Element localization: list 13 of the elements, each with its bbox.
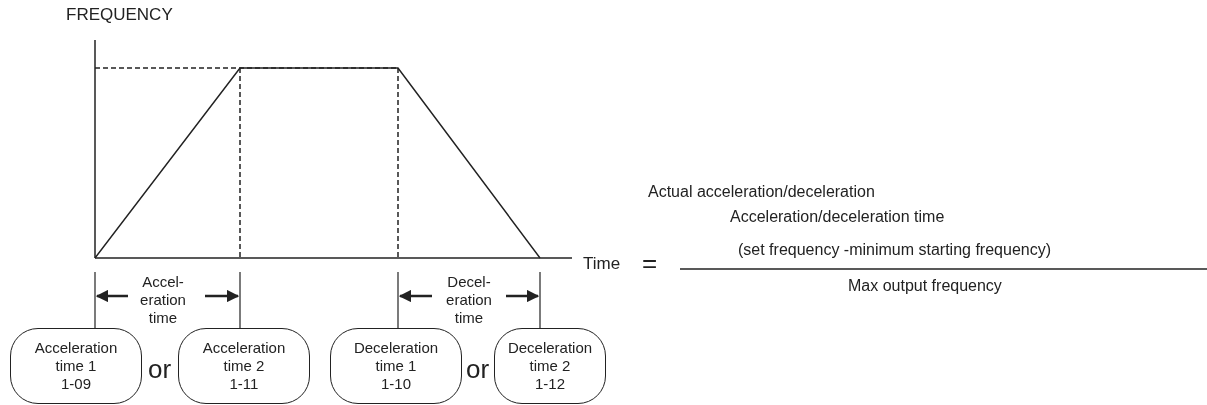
parameter-box: Acceleration time 2 1-11 xyxy=(178,328,310,404)
parameter-box: Deceleration time 2 1-12 xyxy=(494,328,606,404)
parameter-box: Acceleration time 1 1-09 xyxy=(10,328,142,404)
formula-text: Acceleration/deceleration time xyxy=(730,207,945,227)
parameter-box: Deceleration time 1 1-10 xyxy=(330,328,462,404)
formula-text: Actual acceleration/deceleration xyxy=(648,182,875,202)
conjunction-text: or xyxy=(466,353,490,386)
conjunction-text: or xyxy=(148,353,172,386)
axis-label: FREQUENCY xyxy=(66,4,173,26)
axis-label: Time xyxy=(583,253,621,275)
formula-text: Max output frequency xyxy=(848,276,1002,296)
equals-sign: = xyxy=(642,250,658,276)
formula-text: (set frequency -minimum starting frequency) xyxy=(738,240,1051,260)
